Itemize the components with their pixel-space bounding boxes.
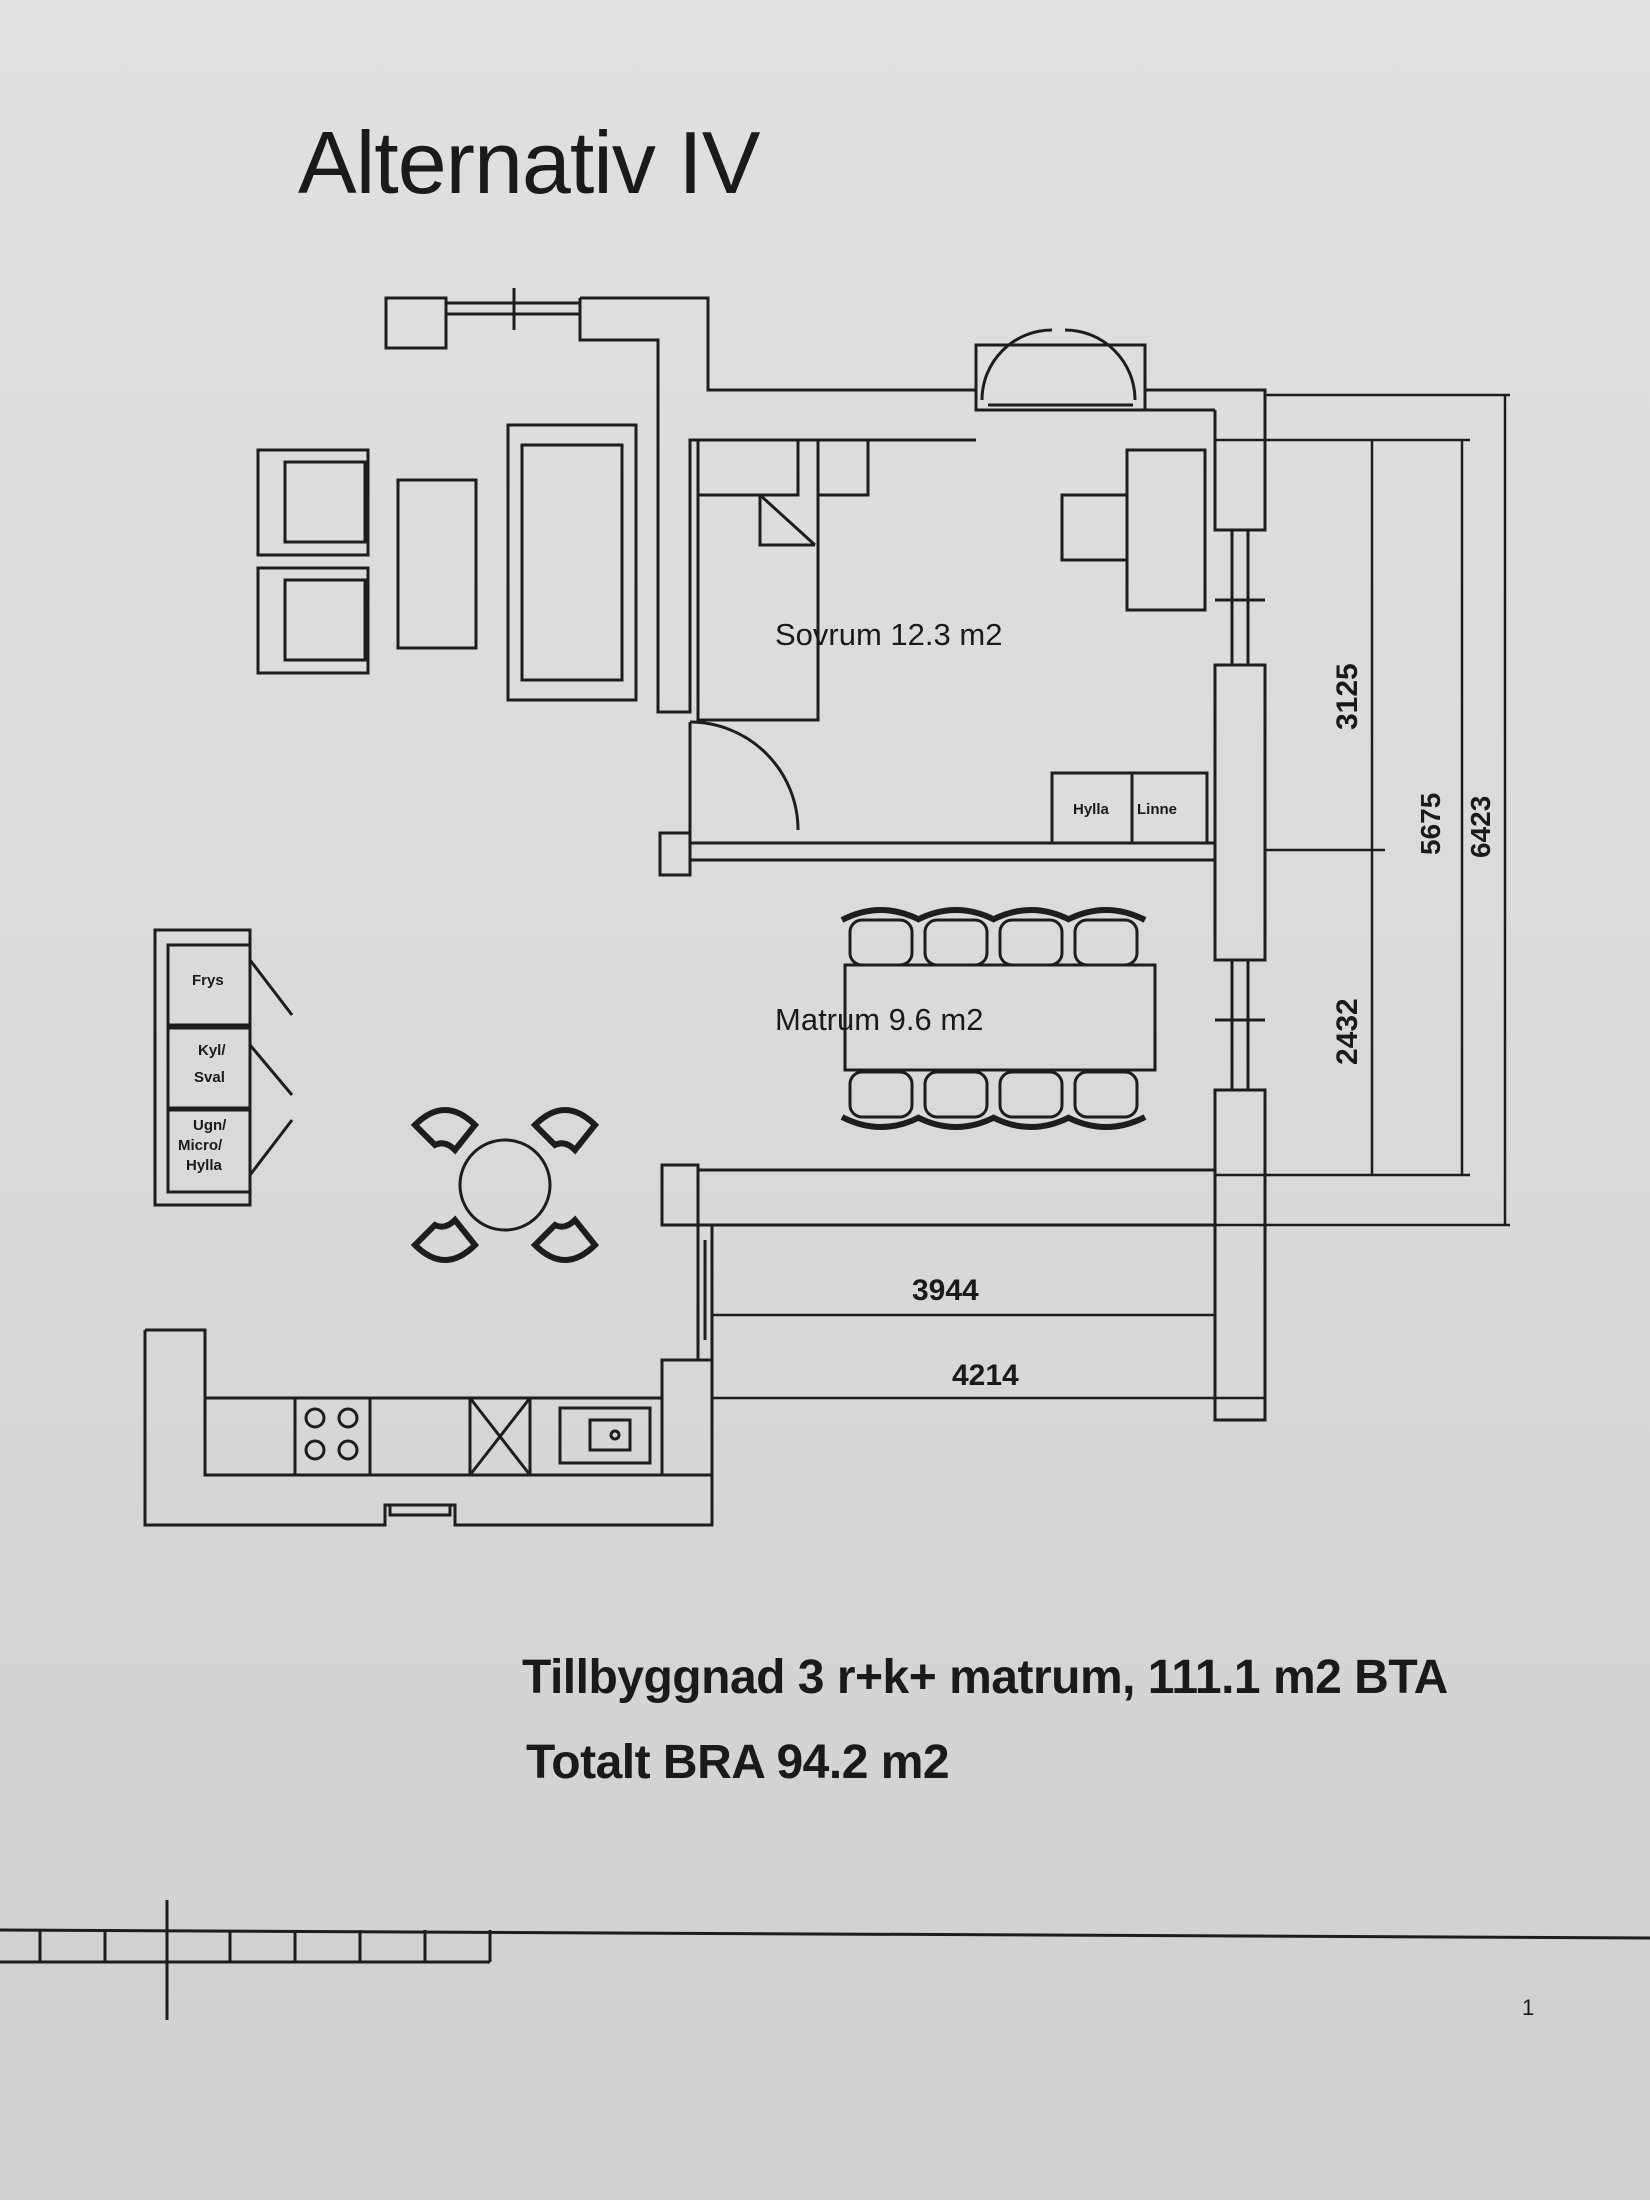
- round-table-set: [410, 1107, 600, 1263]
- room-label-sovrum: Sovrum 12.3 m2: [775, 617, 1002, 652]
- shelf-label: Hylla: [1073, 801, 1110, 818]
- doors: [688, 328, 1137, 833]
- dim-label-3944: 3944: [912, 1274, 979, 1307]
- living-room-furniture: [256, 423, 638, 702]
- summary-line-2: Totalt BRA 94.2 m2: [526, 1736, 950, 1789]
- oven-label-1: Ugn/: [193, 1117, 227, 1134]
- plan-title: Alternativ IV: [298, 113, 760, 212]
- bedroom-furniture: [696, 438, 1209, 845]
- linen-label: Linne: [1137, 801, 1177, 818]
- fridge-label-2: Sval: [194, 1069, 225, 1086]
- oven-label-3: Hylla: [186, 1157, 223, 1174]
- dim-label-2432: 2432: [1331, 998, 1364, 1065]
- storage-column: [153, 928, 294, 1207]
- dimension-lines: [698, 393, 1510, 1400]
- dim-label-6423: 6423: [1465, 796, 1496, 858]
- dining-set: [840, 907, 1157, 1130]
- dim-label-5675: 5675: [1415, 793, 1446, 855]
- walls: [143, 288, 1267, 1527]
- dim-label-3125: 3125: [1331, 663, 1364, 730]
- freezer-label: Frys: [192, 972, 224, 989]
- page-number: 1: [1522, 1995, 1534, 2020]
- fridge-label-1: Kyl/: [198, 1042, 226, 1059]
- kitchen-appliances: [293, 1396, 652, 1477]
- oven-label-2: Micro/: [178, 1137, 223, 1154]
- room-label-matrum: Matrum 9.6 m2: [775, 1002, 983, 1037]
- scale-bar: [0, 1900, 1650, 2020]
- dim-label-4214: 4214: [952, 1359, 1019, 1392]
- summary-line-1: Tillbyggnad 3 r+k+ matrum, 111.1 m2 BTA: [522, 1651, 1448, 1704]
